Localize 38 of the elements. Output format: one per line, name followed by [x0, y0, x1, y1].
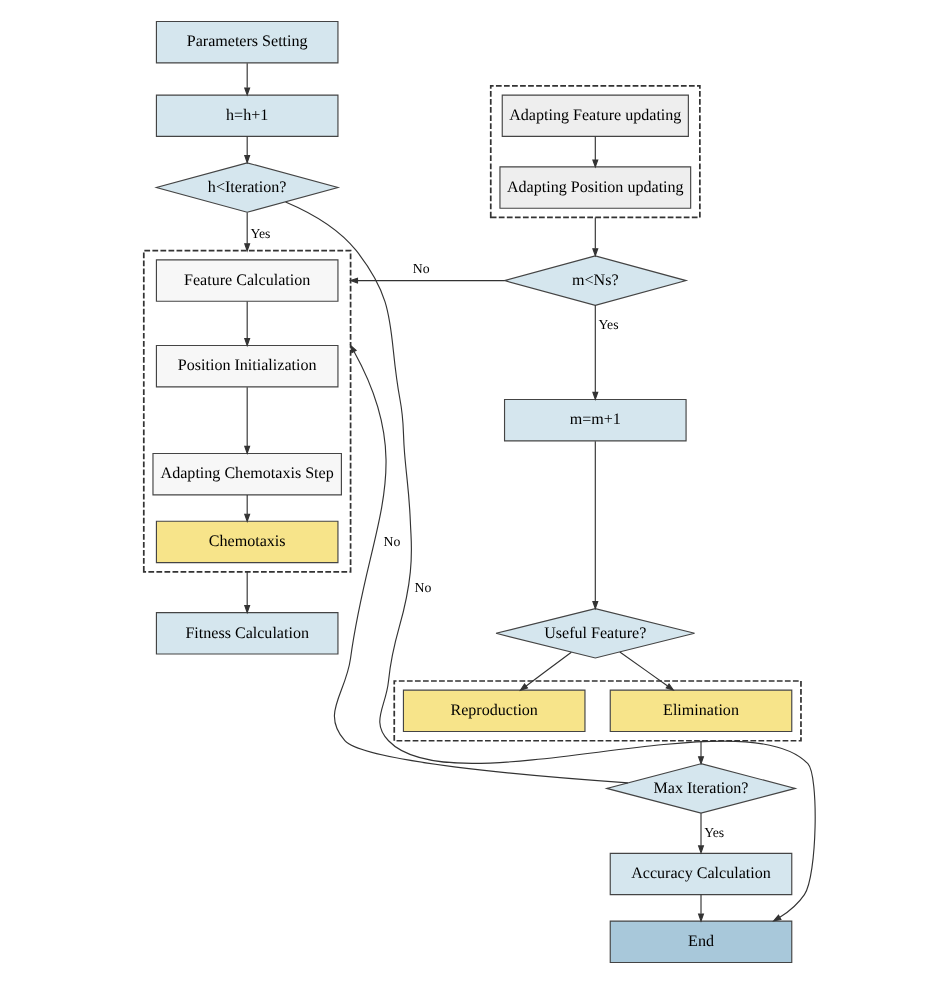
arrow [332, 344, 628, 784]
arrow [242, 494, 250, 523]
node-diamond: Max Iteration? [603, 763, 797, 814]
arrow [518, 651, 571, 692]
arrow [696, 812, 704, 855]
arrow [591, 136, 598, 169]
cluster [488, 85, 700, 219]
node-box: Fitness Calculation [154, 612, 338, 655]
cluster [141, 249, 351, 573]
arrow [284, 201, 815, 922]
node-box: End [608, 920, 792, 964]
arrow [591, 440, 598, 611]
node-box: Adapting Chemotaxis Step [151, 452, 341, 496]
arrow [591, 216, 598, 258]
arrow [696, 740, 704, 766]
node-box: Chemotaxis [154, 520, 338, 564]
arrow [242, 300, 250, 348]
node-diamond: h<Iteration? [153, 162, 340, 213]
node-diamond: Useful Feature? [494, 608, 695, 659]
arrow [242, 136, 250, 165]
node-box: Adapting Feature updating [500, 94, 688, 137]
node-box: Parameters Setting [154, 20, 338, 64]
arrow [347, 277, 505, 284]
node-diamond: m<Ns? [501, 255, 688, 306]
node-box: Reproduction [401, 689, 585, 733]
node-box: Accuracy Calculation [608, 852, 792, 896]
arrow [242, 571, 250, 615]
arrow [242, 386, 250, 455]
node-box: Feature Calculation [154, 259, 338, 302]
node-box: Adapting Position updating [498, 166, 691, 209]
node-box: m=m+1 [502, 398, 686, 442]
node-box: Elimination [608, 689, 792, 733]
arrow [242, 62, 250, 97]
arrow [591, 304, 598, 402]
arrow [696, 894, 704, 923]
arrow [242, 211, 250, 253]
node-box: h=h+1 [154, 94, 338, 137]
node-box: Position Initialization [154, 344, 338, 388]
